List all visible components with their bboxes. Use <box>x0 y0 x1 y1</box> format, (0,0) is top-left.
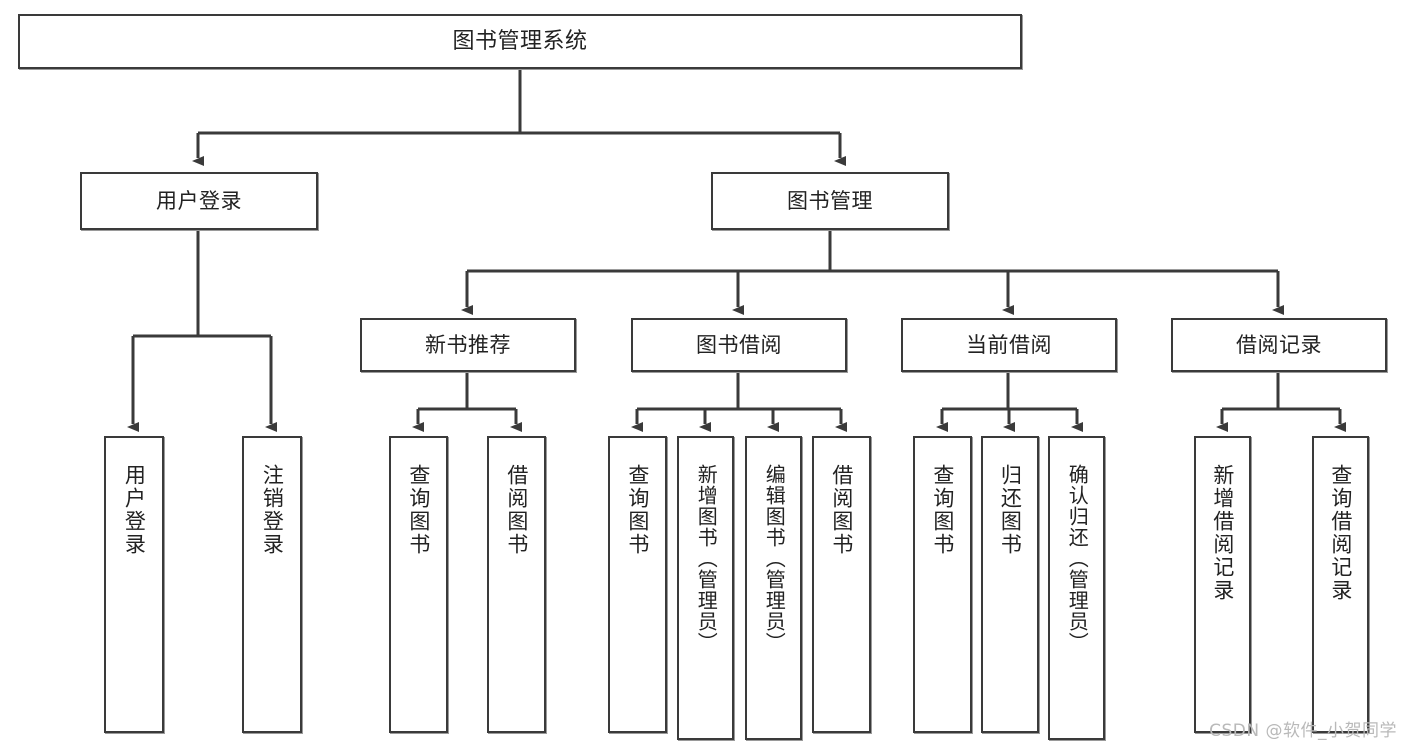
node-book-borrowing[interactable]: 图书借阅 <box>631 318 847 372</box>
leaf-query-borrow-record[interactable]: 查询借阅记录 <box>1312 436 1369 733</box>
node-book-management[interactable]: 图书管理 <box>711 172 949 230</box>
node-label: 新增图书（管理员） <box>694 464 719 653</box>
node-label: 新书推荐 <box>425 332 511 357</box>
leaf-add-book-admin[interactable]: 新增图书（管理员） <box>677 436 734 740</box>
node-label: 编辑图书（管理员） <box>762 464 787 653</box>
leaf-query-book-borrow[interactable]: 查询图书 <box>608 436 667 733</box>
leaf-add-borrow-record[interactable]: 新增借阅记录 <box>1194 436 1251 733</box>
node-borrowing-records[interactable]: 借阅记录 <box>1171 318 1387 372</box>
node-new-book-recommendation[interactable]: 新书推荐 <box>360 318 576 372</box>
node-user-login[interactable]: 用户登录 <box>80 172 318 230</box>
node-label: 当前借阅 <box>966 332 1052 357</box>
leaf-return-book[interactable]: 归还图书 <box>981 436 1039 733</box>
node-label: 借阅图书 <box>504 464 529 556</box>
leaf-query-book-current[interactable]: 查询图书 <box>913 436 972 733</box>
node-label: 注销登录 <box>260 464 285 556</box>
node-label: 用户登录 <box>122 464 147 556</box>
node-label: 查询图书 <box>930 464 955 556</box>
node-label: 图书借阅 <box>696 332 782 357</box>
node-label: 借阅图书 <box>829 464 854 556</box>
node-label: 查询图书 <box>406 464 431 556</box>
node-label: 借阅记录 <box>1236 332 1322 357</box>
node-current-borrowing[interactable]: 当前借阅 <box>901 318 1117 372</box>
node-label: 用户登录 <box>156 188 242 213</box>
node-label: 图书管理系统 <box>452 28 588 54</box>
node-label: 确认归还（管理员） <box>1065 464 1090 653</box>
leaf-borrow-book-borrow[interactable]: 借阅图书 <box>812 436 871 733</box>
node-label: 新增借阅记录 <box>1210 464 1235 602</box>
leaf-query-book-new-rec[interactable]: 查询图书 <box>389 436 448 733</box>
node-label: 查询借阅记录 <box>1328 464 1353 602</box>
leaf-borrow-book-new-rec[interactable]: 借阅图书 <box>487 436 546 733</box>
leaf-edit-book-admin[interactable]: 编辑图书（管理员） <box>745 436 802 740</box>
node-root-book-management-system[interactable]: 图书管理系统 <box>18 14 1022 69</box>
leaf-logout-login[interactable]: 注销登录 <box>242 436 302 733</box>
node-label: 图书管理 <box>787 188 873 213</box>
leaf-confirm-return-admin[interactable]: 确认归还（管理员） <box>1048 436 1105 740</box>
node-label: 归还图书 <box>998 464 1023 556</box>
node-label: 查询图书 <box>625 464 650 556</box>
leaf-user-login[interactable]: 用户登录 <box>104 436 164 733</box>
csdn-watermark: CSDN @软件_小贺同学 <box>1209 721 1397 741</box>
